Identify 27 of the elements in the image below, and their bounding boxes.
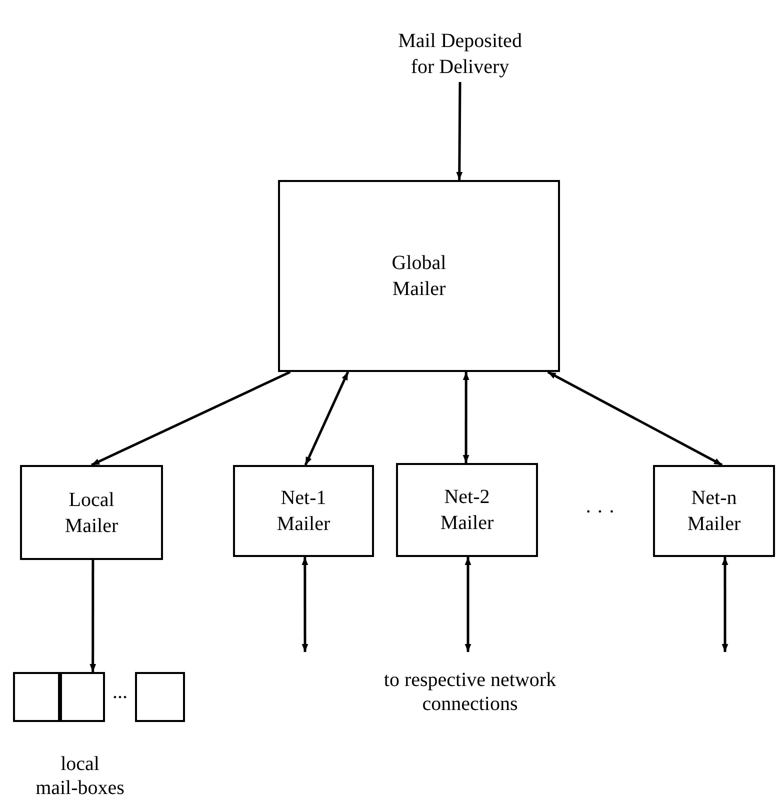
arrow	[464, 557, 472, 652]
box-label: Net-2 Mailer	[439, 485, 495, 536]
arrow	[456, 82, 463, 180]
box-label: Net-n Mailer	[686, 486, 742, 537]
ellipsis: ...	[112, 680, 128, 704]
arrow	[90, 560, 96, 672]
box-label: Net-1 Mailer	[276, 486, 332, 537]
input-text: Mail Deposited for Delivery	[370, 26, 550, 82]
box-label: Global Mailer	[390, 251, 448, 302]
process-box	[653, 465, 775, 557]
process-box	[20, 465, 163, 560]
arrow	[302, 557, 308, 652]
process-box	[396, 463, 538, 557]
mailbox-box	[60, 672, 105, 722]
mailbox-box	[13, 672, 60, 722]
arrow	[304, 371, 350, 466]
arrow	[462, 372, 470, 463]
note-text: to respective network connections	[382, 668, 558, 716]
caption-text: local mail-boxes	[34, 752, 126, 800]
mailbox-box	[135, 672, 185, 722]
process-box	[233, 465, 374, 557]
arrow	[722, 557, 728, 652]
box-label: Local Mailer	[64, 488, 120, 538]
arrow	[547, 370, 723, 466]
process-box	[278, 180, 560, 372]
ellipsis: · · ·	[584, 500, 616, 524]
arrow	[90, 370, 291, 466]
